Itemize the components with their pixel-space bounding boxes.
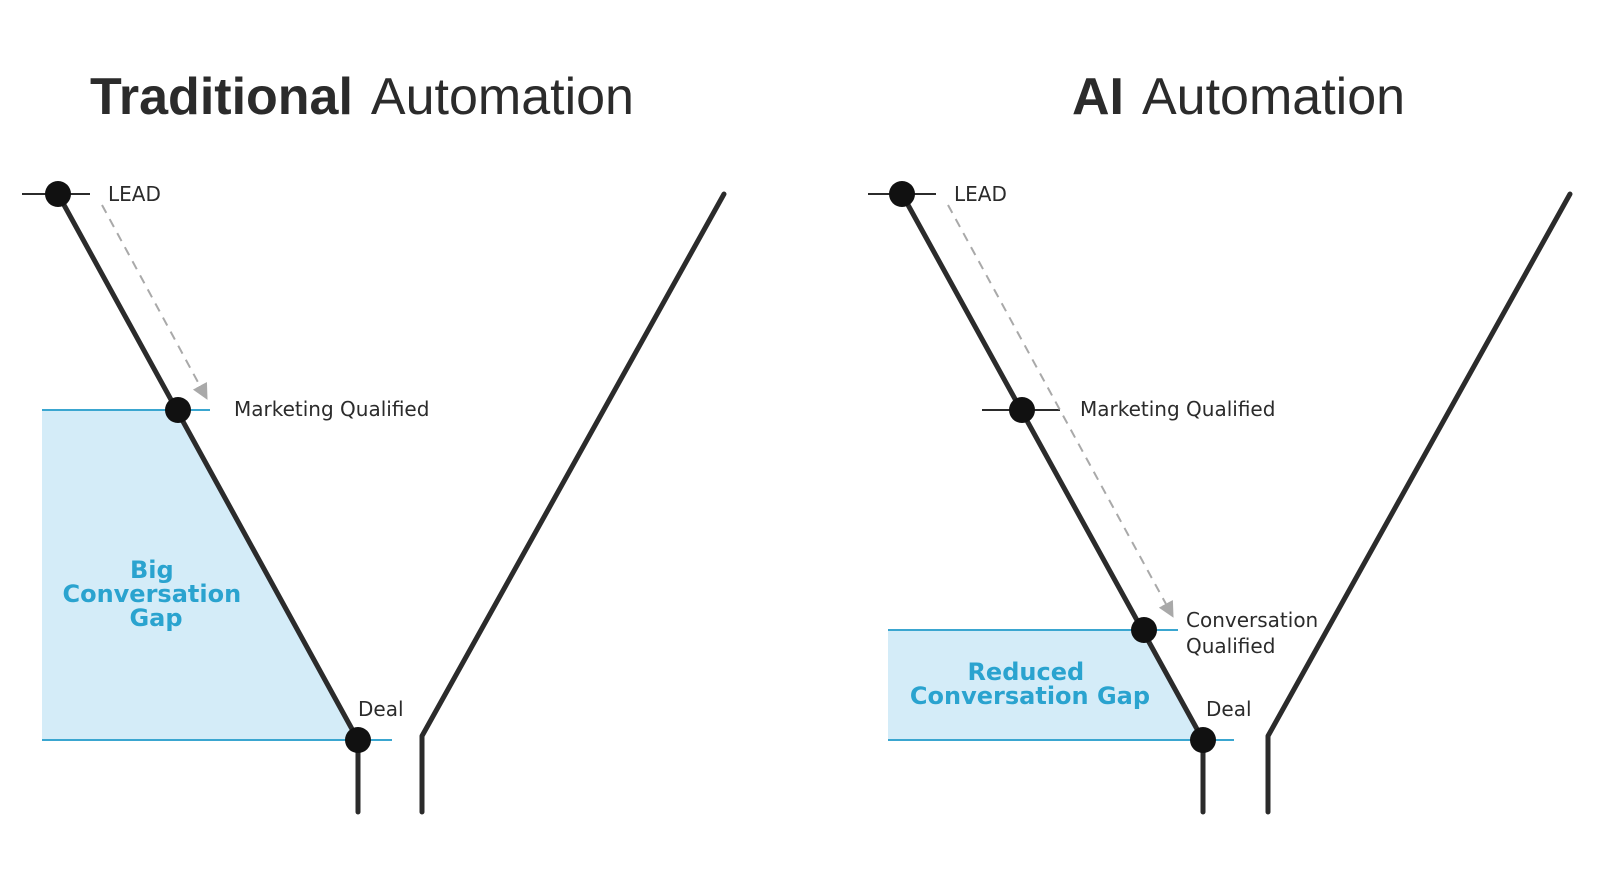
right-lead-dot [889,181,915,207]
left-lead-dot [45,181,71,207]
right-conversation-dot [1131,617,1157,643]
left-title-regular: Automation [371,68,634,126]
right-deal-label: Deal [1206,697,1252,721]
left-dashed-arrow [101,204,208,400]
right-gap-area [888,630,1203,740]
right-title: AI Automation [1072,68,1405,126]
right-dashed-arrow [947,204,1174,618]
left-funnel-left-edge [55,191,361,743]
left-deal-label: Deal [358,697,404,721]
right-conversation-label: Conversation Qualified [1186,608,1325,658]
right-conversation-label-line-1: Conversation [1186,608,1318,632]
left-deal-dot [345,727,371,753]
left-panel: Traditional Automation LEAD Marketing Qu… [22,68,727,815]
right-gap-label: Reduced Conversation Gap [910,658,1150,710]
left-gap-label: Big Conversation Gap [62,556,249,632]
left-marketing-label: Marketing Qualified [234,397,429,421]
left-gap-area [42,410,358,740]
right-title-bold: AI [1072,68,1124,126]
right-title-regular: Automation [1142,68,1405,126]
left-lead-label: LEAD [108,182,161,206]
right-deal-dot [1190,727,1216,753]
left-gap-label-line-3: Gap [129,604,182,632]
left-gap-label-line-1: Big [130,556,174,584]
right-gap-label-line-2: Conversation Gap [910,682,1150,710]
right-gap-label-line-1: Reduced [967,658,1084,686]
left-title-bold: Traditional [90,68,353,126]
left-funnel-right-edge [419,191,727,815]
right-marketing-label: Marketing Qualified [1080,397,1275,421]
right-funnel-right-edge [1265,191,1573,815]
right-panel: AI Automation LEAD Marketing Qualified C… [868,68,1573,815]
right-lead-label: LEAD [954,182,1007,206]
left-title: Traditional Automation [90,68,634,126]
right-funnel-left-edge [899,191,1206,743]
right-conversation-label-line-2: Qualified [1186,634,1275,658]
left-marketing-dot [165,397,191,423]
left-gap-label-line-2: Conversation [62,580,241,608]
right-marketing-dot [1009,397,1035,423]
